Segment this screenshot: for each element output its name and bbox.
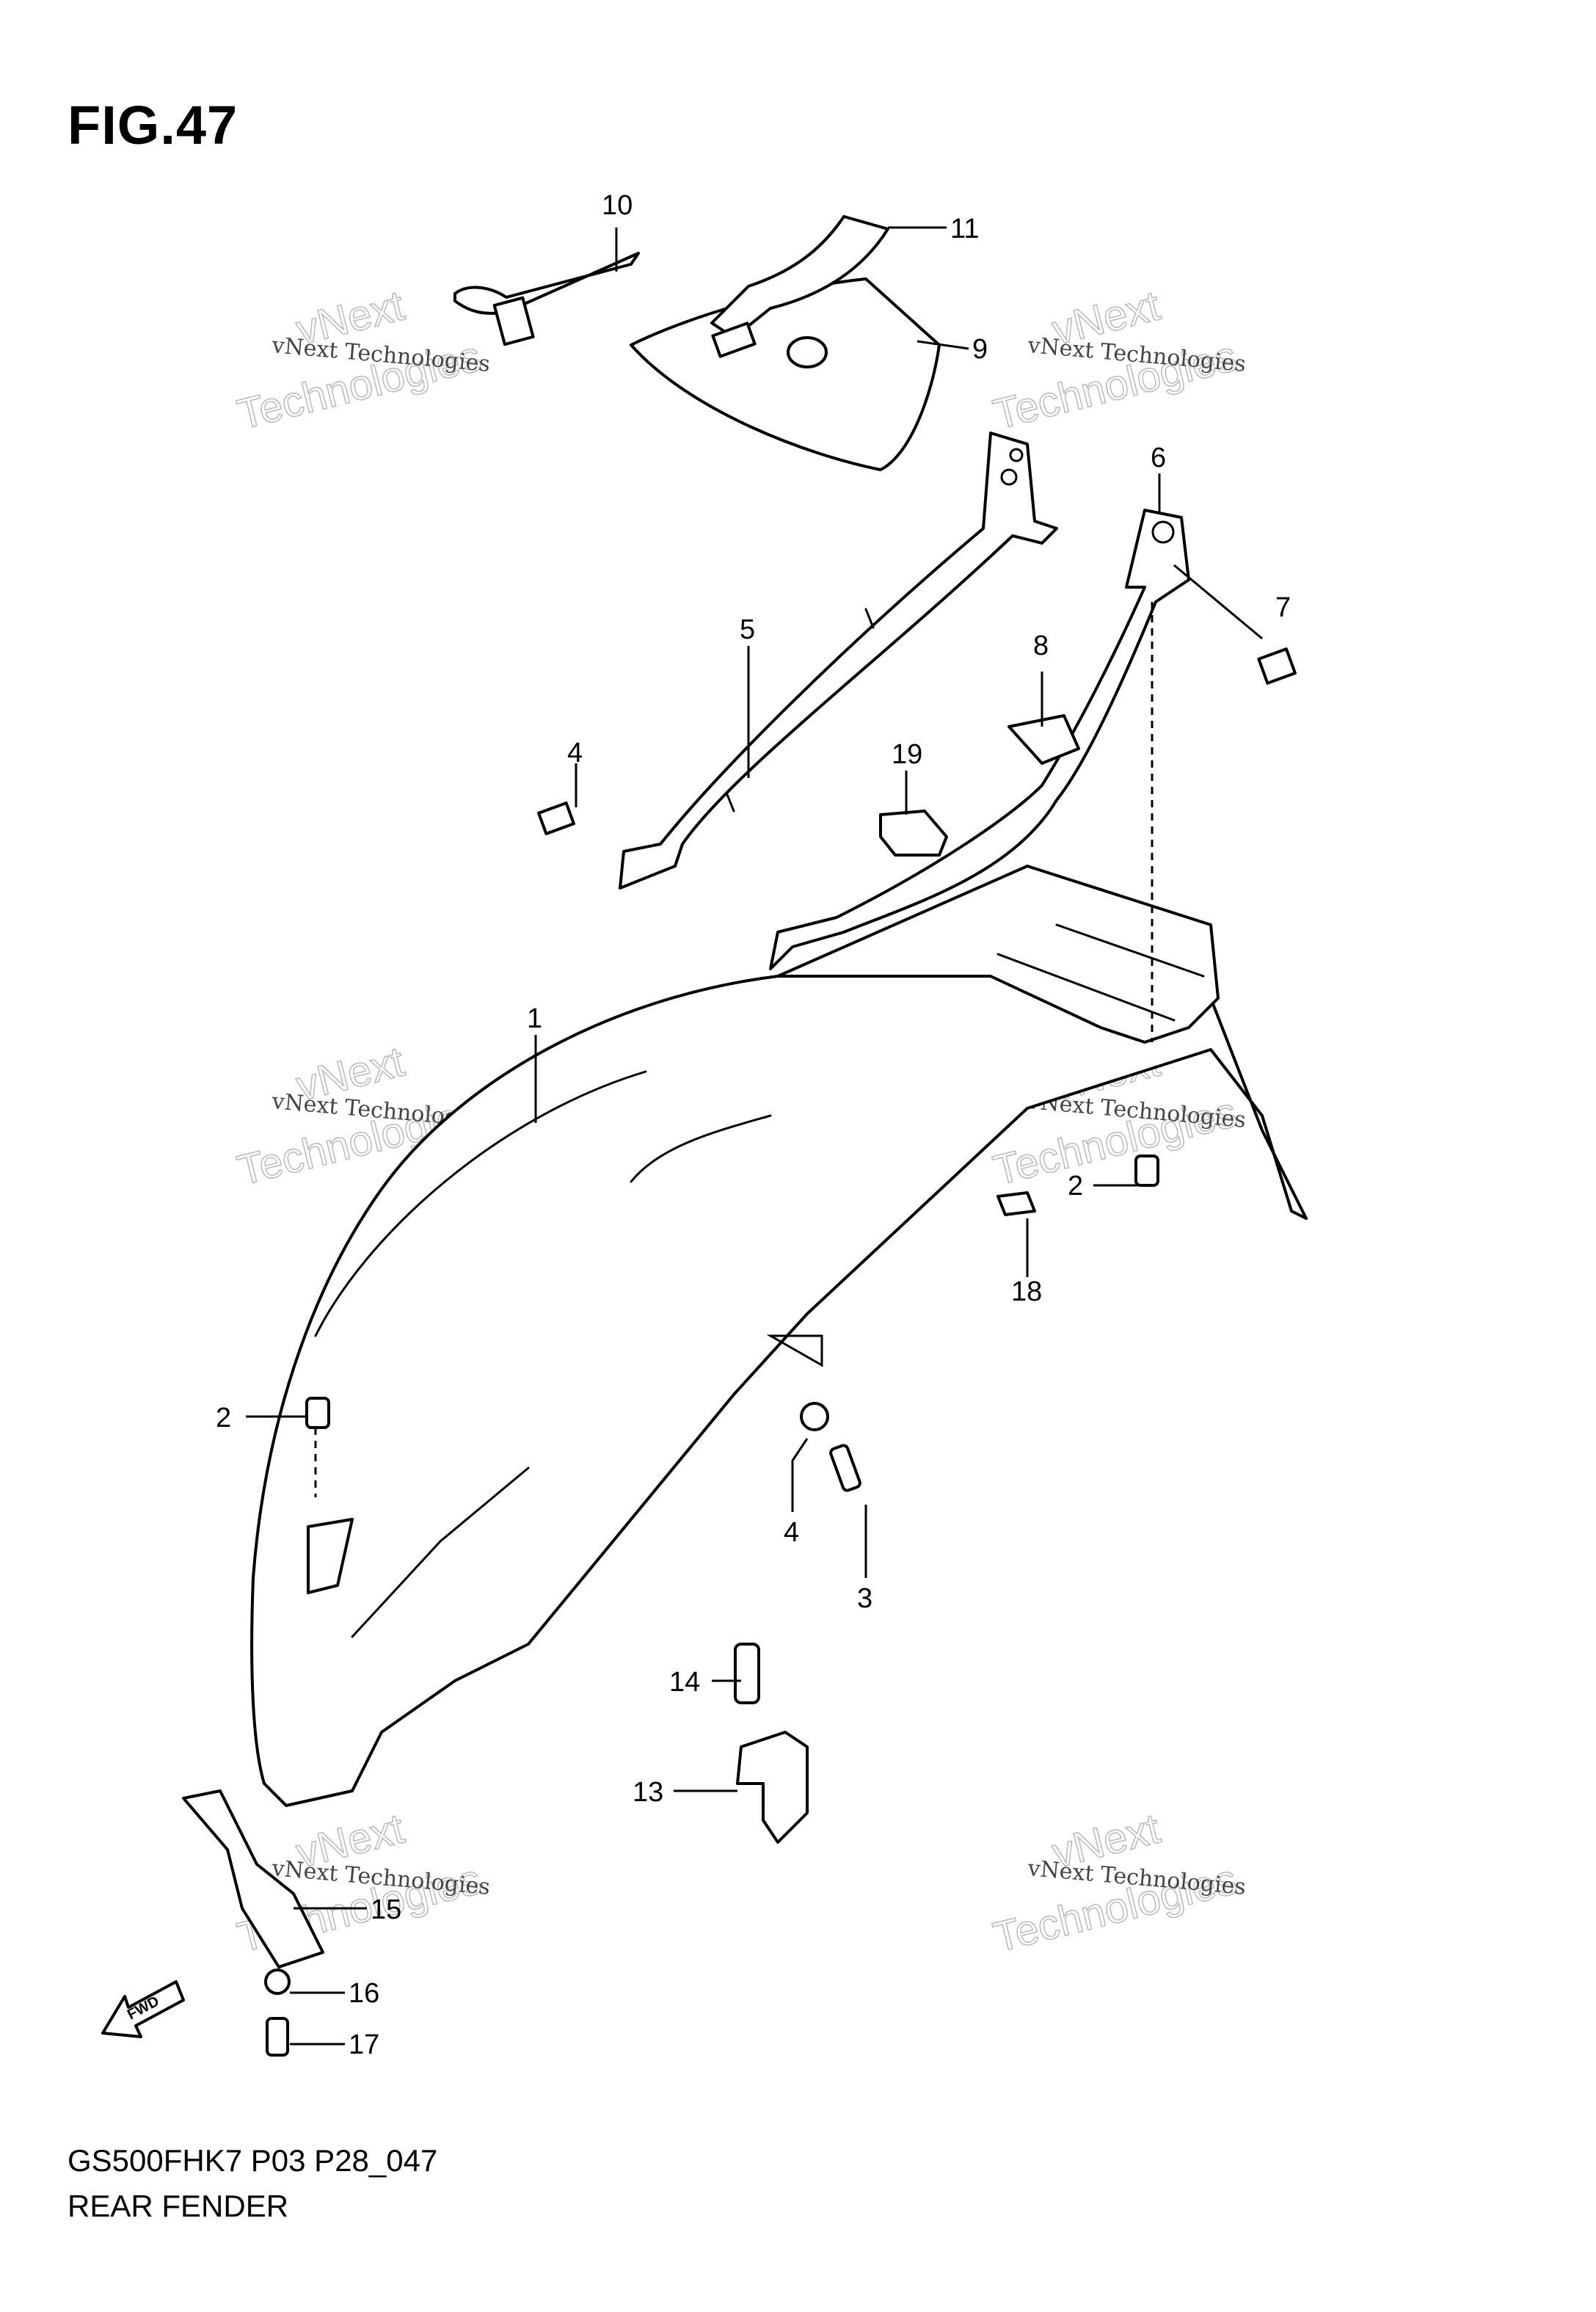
callout-13: 13 bbox=[633, 1777, 663, 1808]
callout-12: 11 bbox=[950, 214, 979, 244]
part-15-bracket bbox=[182, 1789, 324, 1969]
watermark-top-left: Technologies vNext vNext Technologies bbox=[233, 281, 492, 440]
callout-14: 14 bbox=[669, 1667, 700, 1698]
part-6-rear-frame bbox=[769, 509, 1190, 970]
callout-1: 1 bbox=[527, 1003, 542, 1034]
part-10-cover bbox=[630, 277, 941, 471]
callout-5: 5 bbox=[740, 614, 755, 645]
callout-3: 3 bbox=[857, 1583, 872, 1614]
part-11-wrench bbox=[453, 252, 640, 346]
callout-6: 6 bbox=[1151, 443, 1166, 473]
callout-9: 8 bbox=[1033, 630, 1049, 661]
model-code: GS500FHK7 P03 P28_047 bbox=[68, 2143, 438, 2178]
part-9-bracket bbox=[1007, 714, 1080, 765]
callout-16: 16 bbox=[349, 1978, 379, 2009]
callout-7: 7 bbox=[1275, 592, 1291, 623]
callout-2-right: 2 bbox=[1068, 1171, 1083, 1202]
watermark-bottom-right: Technologies vNext vNext Technologies bbox=[988, 1804, 1247, 1963]
figure-title: FIG.47 bbox=[68, 95, 238, 156]
callout-2-left: 2 bbox=[216, 1403, 231, 1433]
part-12-strap bbox=[710, 215, 889, 358]
part-1-rear-fender bbox=[250, 865, 1308, 1807]
fasteners bbox=[264, 647, 1297, 2057]
callout-18: 18 bbox=[1011, 1276, 1042, 1307]
callout-4: 4 bbox=[784, 1517, 799, 1548]
leader-lines bbox=[246, 226, 1263, 2046]
callout-8: 4 bbox=[567, 738, 583, 768]
callout-15: 15 bbox=[371, 1894, 401, 1925]
part-13-clamp bbox=[736, 1731, 809, 1844]
part-14-bolt bbox=[734, 1643, 760, 1704]
watermark-top-right: Technologies vNext vNext Technologies bbox=[988, 281, 1247, 440]
callout-19: 19 bbox=[892, 739, 922, 770]
part-19-pad bbox=[879, 810, 948, 857]
forward-direction-arrow-icon: FWD bbox=[101, 1980, 185, 2038]
callout-numbers: 10 11 9 5 6 7 8 4 19 1 2 18 2 4 3 14 13 … bbox=[216, 190, 1291, 2060]
part-18-sticker bbox=[996, 1191, 1036, 1216]
callout-17: 17 bbox=[349, 2029, 379, 2060]
callout-10: 9 bbox=[972, 334, 988, 365]
callout-11: 10 bbox=[602, 190, 633, 221]
part-5-grab-rail bbox=[619, 432, 1058, 890]
figure-name: REAR FENDER bbox=[68, 2189, 289, 2223]
